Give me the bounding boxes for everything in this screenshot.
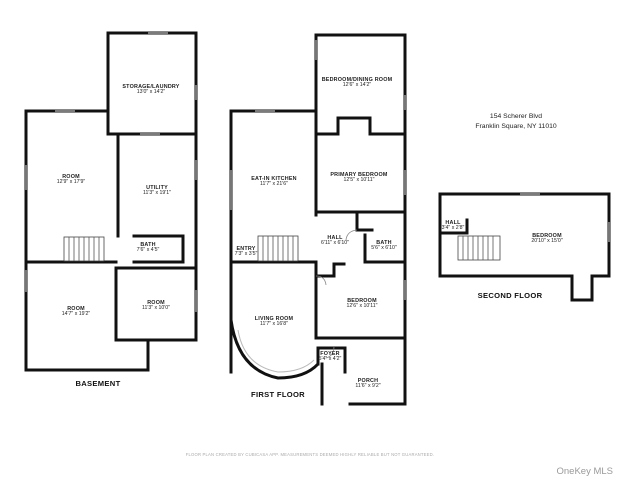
room-label-storage: STORAGE/LAUNDRY 13'0" x 14'2" [122,84,180,96]
room-label-basement-bath: BATH 7'6" x 4'5" [136,242,160,254]
basement-stairs [63,236,105,262]
room-label-hall-first: HALL 6'11" x 6'10" [320,235,350,247]
room-label-utility: UTILITY 11'3" x 19'1" [142,185,172,197]
property-address: 154 Scherer Blvd Franklin Square, NY 110… [475,112,556,132]
room-label-hall-second: HALL 3'4" x 2'8" [441,220,465,232]
room-label-bath-first: BATH 5'6" x 6'10" [371,240,397,252]
room-label-foyer: FOYER 5'4" x 4'2" [318,351,342,363]
window-markers [25,32,610,312]
room-label-bedroom-first: BEDROOM 12'6" x 10'11" [346,298,378,310]
address-line-2: Franklin Square, NY 11010 [475,122,557,130]
first-floor-stairs [257,235,299,262]
second-floor-stairs [457,235,501,261]
room-label-primary-bedroom: PRIMARY BEDROOM 12'5" x 10'11" [330,172,388,184]
floor-title-second: SECOND FLOOR [477,291,543,300]
second-floor-walls [438,192,611,302]
room-label-basement-room-3: ROOM 11'3" x 10'0" [141,300,171,312]
room-label-entry: ENTRY 7'3" x 3'5" [234,246,258,258]
room-label-kitchen: EAT-IN KITCHEN 11'7" x 21'6" [251,176,297,188]
room-label-bedroom-dining: BEDROOM/DINING ROOM 12'6" x 14'2" [321,77,393,89]
room-label-bedroom-second: BEDROOM 20'10" x 15'0" [531,233,563,245]
room-label-porch: PORCH 11'6" x 9'2" [355,378,381,390]
disclaimer-text: FLOOR PLAN CREATED BY CUBICASA APP. MEAS… [185,452,435,457]
room-label-living-room: LIVING ROOM 11'7" x 16'8" [254,316,294,328]
first-floor-walls [229,33,407,406]
door-swings [315,229,358,359]
room-label-basement-room-2: ROOM 14'7" x 19'2" [61,306,91,318]
floor-title-first: FIRST FLOOR [251,390,305,399]
room-label-basement-room-1: ROOM 12'9" x 17'9" [56,174,86,186]
watermark: OneKey MLS [556,466,614,477]
floor-title-basement: BASEMENT [75,379,121,388]
address-line-1: 154 Scherer Blvd [489,113,543,120]
bay-window-curve [229,319,320,380]
